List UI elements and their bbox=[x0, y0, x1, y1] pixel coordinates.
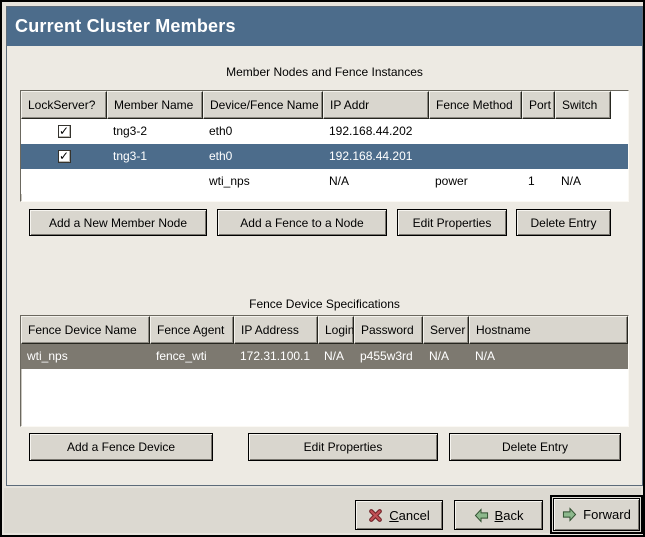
members-table: LockServer? Member Name Device/Fence Nam… bbox=[20, 90, 629, 202]
cell-member-name: tng3-2 bbox=[113, 124, 148, 138]
fence-instance-row-wti-nps[interactable]: wti_nps N/A power 1 N/A bbox=[21, 169, 628, 194]
cell-switch bbox=[555, 144, 611, 169]
members-button-row: Add a New Member Node Add a Fence to a N… bbox=[29, 209, 611, 236]
cell-fence-method: power bbox=[435, 174, 468, 188]
title-bar: Current Cluster Members bbox=[7, 7, 642, 46]
column-header-password[interactable]: Password bbox=[354, 316, 423, 344]
column-header-ip-addr[interactable]: IP Addr bbox=[323, 91, 429, 119]
add-new-member-node-button[interactable]: Add a New Member Node bbox=[29, 209, 207, 236]
fence-table-header: Fence Device Name Fence Agent IP Address… bbox=[21, 316, 628, 344]
cell-fence-agent: fence_wti bbox=[156, 349, 207, 363]
cell-member-name: tng3-1 bbox=[113, 149, 148, 163]
column-header-server[interactable]: Server bbox=[423, 316, 469, 344]
members-section-title: Member Nodes and Fence Instances bbox=[226, 65, 423, 79]
cell-server: N/A bbox=[429, 349, 450, 363]
action-bar: Cancel Back Forward bbox=[4, 488, 643, 534]
delete-entry-button[interactable]: Delete Entry bbox=[516, 209, 611, 236]
column-header-hostname[interactable]: Hostname bbox=[469, 316, 628, 344]
column-header-member-name[interactable]: Member Name bbox=[107, 91, 203, 119]
forward-button[interactable]: Forward bbox=[553, 498, 640, 531]
back-button[interactable]: Back bbox=[454, 500, 543, 530]
cell-ip-addr: 192.168.44.201 bbox=[329, 149, 413, 163]
cell-fence-method bbox=[429, 119, 522, 144]
cell-fence-device-name: wti_nps bbox=[27, 349, 68, 363]
fence-devices-table: Fence Device Name Fence Agent IP Address… bbox=[20, 315, 629, 427]
column-header-fence-method[interactable]: Fence Method bbox=[429, 91, 522, 119]
cell-device-fence-name: wti_nps bbox=[209, 174, 250, 188]
column-header-ip-address[interactable]: IP Address bbox=[234, 316, 318, 344]
cell-port bbox=[522, 144, 555, 169]
cell-device-fence-name: eth0 bbox=[209, 149, 233, 163]
column-header-device-fence-name[interactable]: Device/Fence Name bbox=[203, 91, 323, 119]
cell-member-name bbox=[107, 169, 203, 194]
cell-switch bbox=[555, 119, 611, 144]
column-header-lockserver[interactable]: LockServer? bbox=[21, 91, 107, 119]
column-header-switch[interactable]: Switch bbox=[555, 91, 611, 119]
members-table-header: LockServer? Member Name Device/Fence Nam… bbox=[21, 91, 628, 119]
cell-port: 1 bbox=[528, 174, 535, 188]
cell-switch: N/A bbox=[561, 174, 582, 188]
column-header-filler bbox=[611, 91, 628, 119]
back-arrow-icon bbox=[474, 507, 488, 523]
fence-device-row-wti-nps-selected[interactable]: wti_nps fence_wti 172.31.100.1 N/A p455w… bbox=[21, 344, 628, 369]
cell-ip-address: 172.31.100.1 bbox=[240, 349, 311, 363]
cell-device-fence-name: eth0 bbox=[209, 124, 233, 138]
edit-properties-button[interactable]: Edit Properties bbox=[397, 209, 507, 236]
member-row-tng3-2[interactable]: ✓ tng3-2 eth0 192.168.44.202 bbox=[21, 119, 628, 144]
cell-password: p455w3rd bbox=[360, 349, 413, 363]
fence-section-title: Fence Device Specifications bbox=[249, 297, 400, 311]
forward-arrow-icon bbox=[563, 507, 577, 522]
fence-button-row: Add a Fence Device Edit Properties Delet… bbox=[29, 433, 621, 461]
cell-hostname: N/A bbox=[475, 349, 496, 363]
cell-login: N/A bbox=[324, 349, 345, 363]
page-title: Current Cluster Members bbox=[15, 16, 236, 36]
add-fence-to-node-button[interactable]: Add a Fence to a Node bbox=[217, 209, 387, 236]
lockserver-checkbox[interactable]: ✓ bbox=[57, 124, 71, 138]
column-header-fence-device-name[interactable]: Fence Device Name bbox=[21, 316, 150, 344]
default-button-ring: Forward bbox=[550, 495, 643, 534]
add-fence-device-button[interactable]: Add a Fence Device bbox=[29, 433, 213, 461]
column-header-fence-agent[interactable]: Fence Agent bbox=[150, 316, 234, 344]
lockserver-checkbox[interactable]: ✓ bbox=[57, 149, 71, 163]
cell-ip-addr: N/A bbox=[329, 174, 350, 188]
column-header-port[interactable]: Port bbox=[522, 91, 555, 119]
cell-fence-method bbox=[429, 144, 522, 169]
edit-properties-button[interactable]: Edit Properties bbox=[248, 433, 438, 461]
cell-ip-addr: 192.168.44.202 bbox=[329, 124, 413, 138]
cancel-button[interactable]: Cancel bbox=[355, 500, 443, 530]
member-row-tng3-1-selected[interactable]: ✓ tng3-1 eth0 192.168.44.201 bbox=[21, 144, 628, 169]
cell-port bbox=[522, 119, 555, 144]
delete-entry-button[interactable]: Delete Entry bbox=[449, 433, 621, 461]
cancel-x-icon bbox=[369, 508, 383, 522]
content-panel: Current Cluster Members Member Nodes and… bbox=[6, 6, 643, 486]
column-header-login[interactable]: Login bbox=[318, 316, 354, 344]
